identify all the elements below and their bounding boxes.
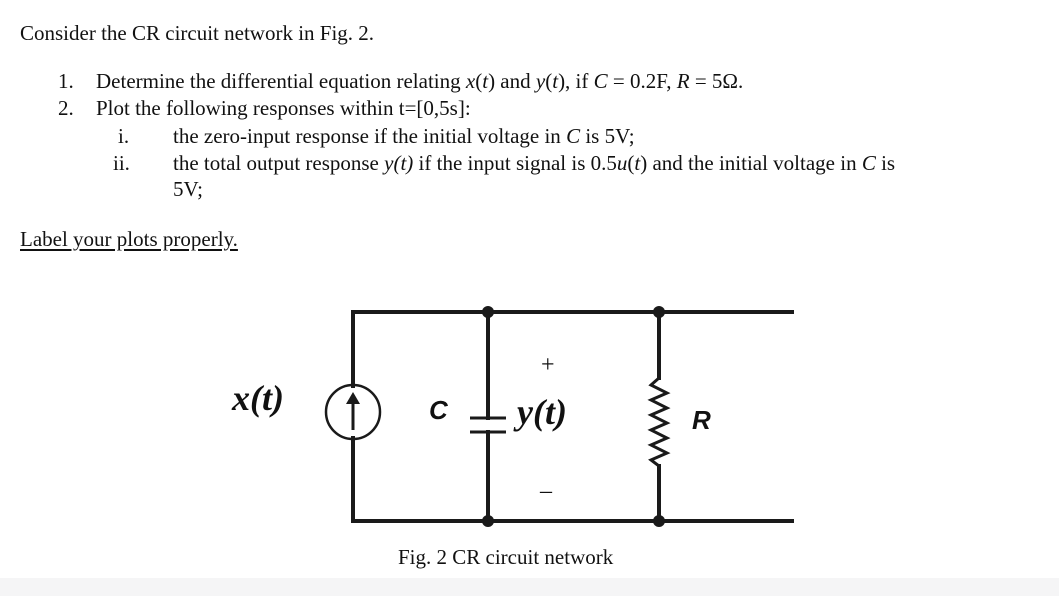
- item1-var-r: R: [676, 69, 690, 93]
- bottom-bar: [0, 578, 1059, 596]
- output-minus-sign: –: [540, 478, 552, 504]
- sub2-var-y: y(t): [384, 151, 414, 175]
- problem-intro: Consider the CR circuit network in Fig. …: [20, 21, 375, 45]
- resistor-label: R: [692, 405, 711, 435]
- figure-caption: Fig. 2 CR circuit network: [398, 545, 614, 569]
- source-label: x(t): [232, 378, 284, 418]
- item-text-1: Determine the differential equation rela…: [96, 68, 743, 94]
- item1-part-a: Determine the differential equation rela…: [96, 69, 466, 93]
- item1-part-b: (: [475, 69, 483, 93]
- subitem-roman-1: i.: [118, 124, 130, 148]
- sub2-part-c: (: [627, 151, 635, 175]
- current-source-circle: [324, 383, 382, 441]
- sub2-var-u: u: [616, 151, 628, 175]
- output-label: y(t): [517, 392, 567, 432]
- sub1-var-c: C: [566, 124, 581, 148]
- sub2-part-b: if the input signal is 0.5: [413, 151, 617, 175]
- item1-part-d: (: [545, 69, 553, 93]
- item-text-2: Plot the following responses within t=[0…: [96, 96, 471, 120]
- item1-part-g: = 5Ω.: [689, 69, 744, 93]
- item1-var-x: x: [465, 69, 476, 93]
- item1-part-f: = 0.2F,: [607, 69, 677, 93]
- item1-var-t2: t: [552, 69, 559, 93]
- subitem-roman-2: ii.: [113, 151, 130, 175]
- resistor-zigzag: [647, 376, 671, 468]
- sub2-part-d: ) and the initial voltage in: [640, 151, 862, 175]
- sub1-part-a: the zero-input response if the initial v…: [173, 124, 567, 148]
- current-source-arrow-head: [346, 392, 360, 404]
- sub1-part-b: is 5V;: [580, 124, 635, 148]
- item-number-1: 1.: [58, 69, 74, 93]
- sub2-part-a: the total output response: [173, 151, 385, 175]
- item1-var-c: C: [593, 69, 608, 93]
- item1-part-c: ) and: [488, 69, 536, 93]
- junction-top-res: [653, 306, 665, 318]
- sub2-var-c: C: [861, 151, 876, 175]
- item1-var-y: y: [535, 69, 546, 93]
- junction-bottom-cap: [482, 515, 494, 527]
- label-plots-note: Label your plots properly.: [20, 227, 238, 251]
- output-plus-sign: +: [541, 352, 555, 378]
- sub2-var-t: t: [634, 151, 641, 175]
- junction-bottom-res: [653, 515, 665, 527]
- item-number-2: 2.: [58, 96, 74, 120]
- junction-top-cap: [482, 306, 494, 318]
- item1-var-t1: t: [482, 69, 489, 93]
- capacitor-label: C: [429, 395, 448, 425]
- subitem-text-2: the total output response y(t) if the in…: [173, 150, 895, 176]
- subitem-text-1: the zero-input response if the initial v…: [173, 123, 635, 149]
- sub2-part-e: is: [875, 151, 896, 175]
- subitem-text-2-continued: 5V;: [173, 177, 203, 201]
- item1-part-e: ), if: [558, 69, 594, 93]
